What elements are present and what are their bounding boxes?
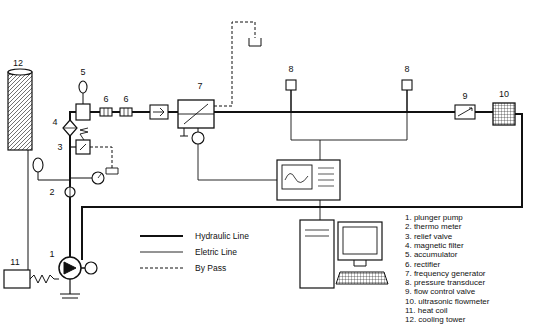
- accumulator-block: [76, 104, 90, 120]
- callout-number: 3: [57, 143, 62, 152]
- callout-number: 8: [288, 65, 293, 74]
- part-list-item: 5. accumulator: [405, 251, 457, 259]
- part-list-item: 11. heat coil: [405, 307, 448, 315]
- plunger-pump: [59, 257, 81, 279]
- frequency-generator: [178, 100, 214, 128]
- callout-number: 6: [123, 95, 128, 104]
- pressure-transducer: [402, 80, 412, 90]
- heat-coil: [4, 270, 30, 288]
- callout-number: 2: [49, 188, 54, 197]
- accumulator-symbol: [33, 158, 43, 172]
- monitor: [338, 222, 382, 260]
- legend-text: Hydraulic Line: [195, 232, 249, 241]
- magnetic-filter: [63, 120, 77, 136]
- callout-number: 4: [52, 118, 57, 127]
- part-list-item: 8. pressure transducer: [405, 279, 485, 287]
- rectifier: [120, 108, 132, 116]
- callout-number: 7: [197, 82, 202, 91]
- electric-line: [198, 112, 407, 220]
- accumulator: [79, 81, 87, 93]
- part-list-item: 12. cooling tower: [405, 316, 465, 324]
- part-list-item: 6. rectifier: [405, 261, 440, 269]
- callout-number: 12: [13, 59, 23, 68]
- ultrasonic-flowmeter: [493, 103, 515, 125]
- pump-motor: [85, 262, 97, 274]
- callout-number: 1: [49, 250, 54, 259]
- part-list-item: 9. flow control valve: [405, 288, 475, 296]
- motor: [192, 132, 204, 144]
- callout-number: 11: [10, 258, 19, 267]
- valve: [150, 105, 168, 119]
- computer-tower: [300, 220, 334, 288]
- callout-number: 5: [80, 68, 85, 77]
- callout-number: 10: [499, 90, 509, 99]
- part-list-item: 10. ultrasonic flowmeter: [405, 298, 489, 306]
- legend-text: Eletric Line: [195, 248, 237, 257]
- part-list-item: 1. plunger pump: [405, 214, 463, 222]
- pressure-transducer: [286, 80, 296, 90]
- flow-control-valve: [455, 105, 475, 119]
- part-list-item: 2. thermo meter: [405, 223, 461, 231]
- callout-number: 6: [103, 95, 108, 104]
- cooling-tower: [8, 72, 32, 150]
- part-list-item: 4. magnetic filter: [405, 242, 464, 250]
- hydraulic-line: [70, 112, 522, 260]
- keyboard: [336, 272, 388, 284]
- oscilloscope: [277, 160, 340, 200]
- callout-number: 9: [462, 92, 467, 101]
- legend-sample: [140, 235, 183, 237]
- thermometer: [65, 187, 75, 197]
- part-list-item: 7. frequency generator: [405, 270, 486, 278]
- tank: [60, 279, 80, 298]
- legend-sample: [140, 268, 183, 269]
- legend-text: By Pass: [195, 264, 226, 273]
- pressure-gauge: [92, 172, 104, 184]
- rectifier: [100, 108, 112, 116]
- part-list-item: 3. relief valve: [405, 233, 452, 241]
- legend-sample: [140, 252, 183, 253]
- callout-number: 8: [404, 65, 409, 74]
